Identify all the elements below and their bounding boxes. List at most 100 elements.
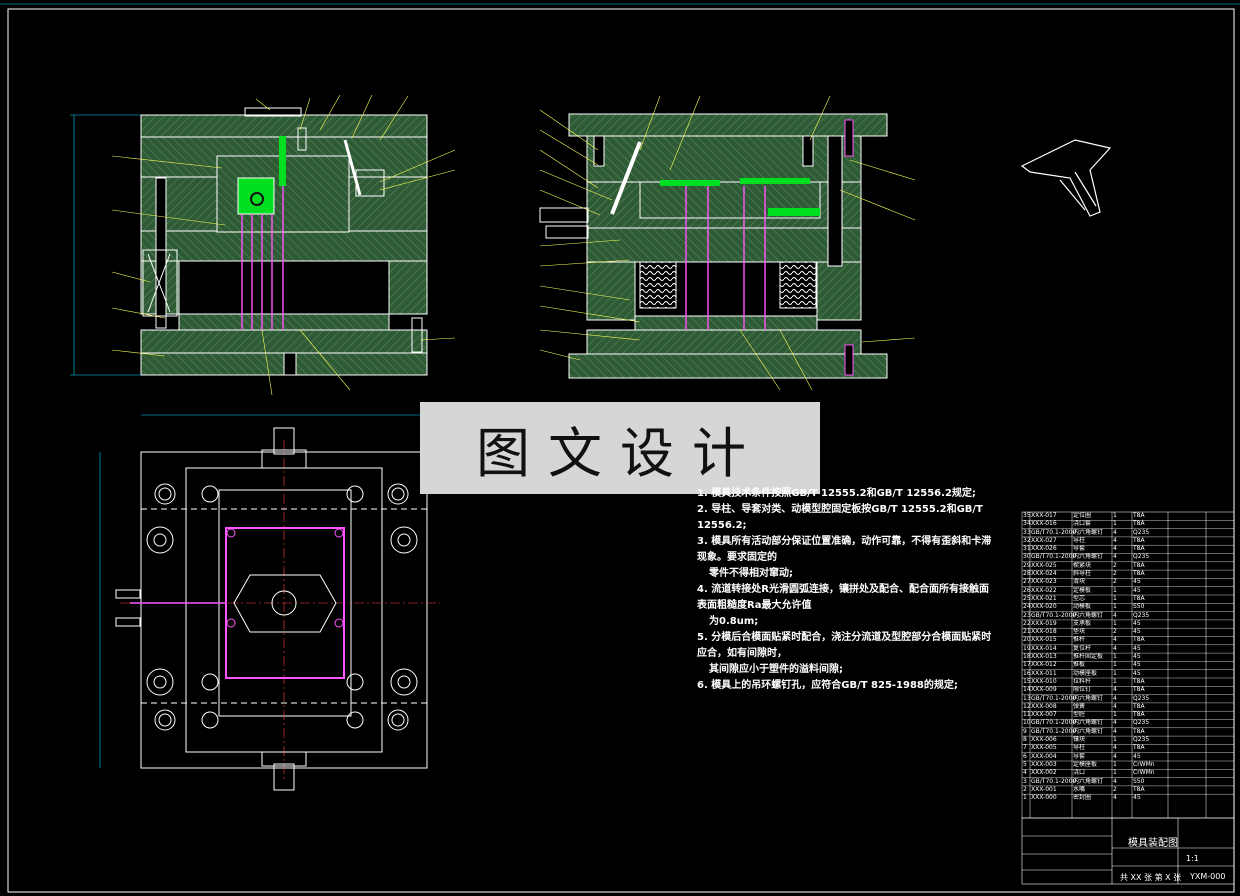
bom-cell: 滑块	[1073, 578, 1086, 586]
bom-cell: T8A	[1133, 545, 1145, 553]
bom-cell: 内六角螺钉	[1073, 553, 1104, 561]
bom-cell: T8A	[1133, 711, 1145, 719]
bom-cell: 20	[1023, 636, 1031, 644]
bom-cell: 4	[1113, 528, 1117, 536]
note-line: 其间隙应小于塑件的溢料间隙;	[709, 664, 843, 675]
bom-cell: T8A	[1133, 561, 1145, 569]
bom-cell: 25	[1023, 594, 1031, 602]
bom-cell: 推板	[1073, 661, 1086, 669]
bom-cell: XXX-023	[1031, 578, 1057, 586]
bom-cell: 密封圈	[1073, 794, 1092, 802]
bom-cell: XXX-019	[1031, 619, 1057, 627]
bom-cell: 导套	[1073, 752, 1086, 760]
bom-cell: XXX-012	[1031, 661, 1057, 669]
bom-cell: 14	[1023, 686, 1031, 694]
bom-cell: 45	[1133, 586, 1141, 594]
title-block-sheet: 共 XX 张 第 X 张	[1120, 873, 1182, 882]
bom-cell: 复位杆	[1073, 644, 1092, 652]
bom-cell: 45	[1133, 628, 1141, 636]
bom-cell: GB/T70.1-2000	[1031, 694, 1077, 702]
bom-cell: XXX-024	[1031, 570, 1057, 578]
bom-cell: 推杆固定板	[1073, 653, 1104, 661]
bom-cell: XXX-021	[1031, 594, 1057, 602]
bom-cell: 34	[1023, 520, 1031, 528]
bom-cell: 26	[1023, 586, 1031, 594]
bom-cell: 内六角螺钉	[1073, 528, 1104, 536]
bom-cell: 导柱	[1073, 744, 1086, 752]
bom-cell: 2	[1113, 628, 1117, 636]
bom-cell: 型芯	[1073, 594, 1086, 602]
bom-cell: XXX-009	[1031, 686, 1057, 694]
bom-cell: T8A	[1133, 785, 1145, 793]
bom-cell: 4	[1113, 744, 1117, 752]
bom-cell: T8A	[1133, 636, 1145, 644]
bom-cell: 内六角螺钉	[1073, 719, 1104, 727]
bom-cell: XXX-000	[1031, 794, 1057, 802]
bom-cell: XXX-007	[1031, 711, 1057, 719]
note-line: 为0.8um;	[709, 616, 759, 627]
bom-cell: 4	[1113, 727, 1117, 735]
bom-cell: 21	[1023, 628, 1031, 636]
bom-cell: 1	[1113, 769, 1117, 777]
bom-cell: 4	[1113, 794, 1117, 802]
bom-cell: 8	[1023, 736, 1027, 744]
bom-cell: 2	[1023, 785, 1027, 793]
bom-cell: GB/T70.1-2000	[1031, 727, 1077, 735]
bom-cell: T8A	[1133, 512, 1145, 519]
bom-cell: 4	[1113, 719, 1117, 727]
bom-cell: T8A	[1133, 727, 1145, 735]
bom-cell: GB/T70.1-2000	[1031, 719, 1077, 727]
bom-cell: 4	[1113, 545, 1117, 553]
bom-cell: 11	[1023, 711, 1031, 719]
bom-cell: CrWMn	[1133, 769, 1155, 777]
bom-cell: 1	[1113, 512, 1117, 519]
bom-cell: 定模板	[1073, 586, 1092, 594]
bom-cell: 1	[1113, 760, 1117, 768]
bom-cell: 垫块	[1073, 628, 1086, 636]
bom-row-lines	[1022, 520, 1234, 795]
bom-cell: 10	[1023, 719, 1031, 727]
bom-table-grid	[1021, 511, 1235, 819]
bom-cell: XXX-020	[1031, 603, 1057, 611]
bom-cell: XXX-008	[1031, 702, 1057, 710]
note-line: 1. 模具技术条件按照GB/T 12555.2和GB/T 12556.2规定;	[697, 488, 976, 499]
bom-cell: 28	[1023, 570, 1031, 578]
bom-cell: XXX-016	[1031, 520, 1057, 528]
title-block-scale: 1:1	[1186, 854, 1199, 863]
bom-cell: T8A	[1133, 570, 1145, 578]
bom-cell: CrWMn	[1133, 760, 1155, 768]
bom-cell: 4	[1113, 694, 1117, 702]
bom-cell: XXX-002	[1031, 769, 1057, 777]
bom-cell: XXX-026	[1031, 545, 1057, 553]
bom-cell: 导套	[1073, 545, 1086, 553]
bom-cell: 4	[1113, 702, 1117, 710]
bom-cell: XXX-014	[1031, 644, 1057, 652]
bom-cell: 30	[1023, 553, 1031, 561]
bom-cell: 2	[1113, 785, 1117, 793]
bom-cell: XXX-022	[1031, 586, 1057, 594]
bom-cell: 内六角螺钉	[1073, 777, 1104, 785]
note-line: 零件不得相对窜动;	[709, 568, 793, 579]
note-line: 2. 导柱、导套对类、动模型腔固定板按GB/T 12555.2和GB/T 125…	[697, 504, 987, 531]
bom-cell: 1	[1113, 669, 1117, 677]
bom-cell: XXX-004	[1031, 752, 1057, 760]
bom-cell: 内六角螺钉	[1073, 694, 1104, 702]
